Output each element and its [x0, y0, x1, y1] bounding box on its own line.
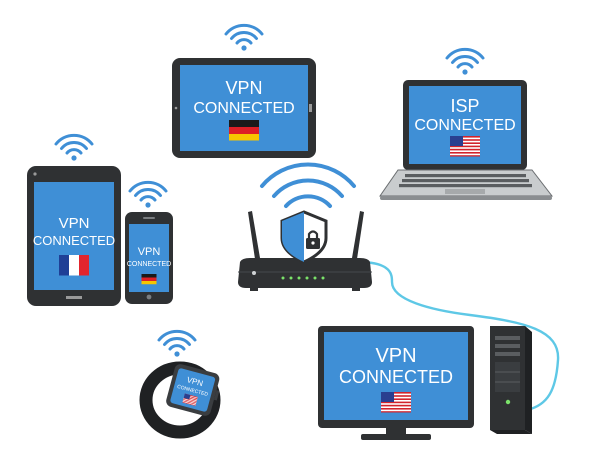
phone: VPN CONNECTED [125, 180, 173, 304]
wifi-icon [224, 23, 264, 53]
tablet-top-line1: VPN [225, 78, 262, 98]
pc-tower [490, 326, 532, 434]
tablet-left: VPN CONNECTED [27, 133, 121, 306]
laptop-line2: CONNECTED [414, 117, 515, 134]
tablet-left-line2: CONNECTED [33, 233, 115, 248]
wifi-icon [157, 329, 197, 359]
desktop-pc: VPN CONNECTED [318, 326, 532, 440]
wifi-icon [445, 47, 485, 77]
monitor-line1: VPN [375, 345, 416, 367]
germany-flag-icon [141, 274, 157, 285]
phone-line1: VPN [138, 246, 161, 258]
phone-line2: CONNECTED [127, 261, 171, 268]
germany-flag-icon [229, 120, 259, 141]
laptop-line1: ISP [450, 96, 479, 116]
usa-flag-icon [381, 392, 411, 413]
tablet-top: VPN CONNECTED [172, 23, 316, 158]
usa-flag-icon [450, 136, 480, 157]
laptop: ISP CONNECTED [379, 47, 554, 200]
shield-lock-icon [280, 210, 328, 264]
watch-line1: VPN [186, 375, 204, 388]
tablet-top-line2: CONNECTED [193, 100, 294, 117]
monitor-line2: CONNECTED [339, 367, 453, 387]
smartwatch: VPN CONNECTED [139, 329, 221, 439]
france-flag-icon [59, 255, 89, 276]
network-cable [357, 260, 560, 412]
router [238, 162, 372, 291]
wifi-icon [128, 180, 168, 210]
tablet-left-line1: VPN [59, 215, 90, 232]
wifi-icon [54, 133, 94, 163]
